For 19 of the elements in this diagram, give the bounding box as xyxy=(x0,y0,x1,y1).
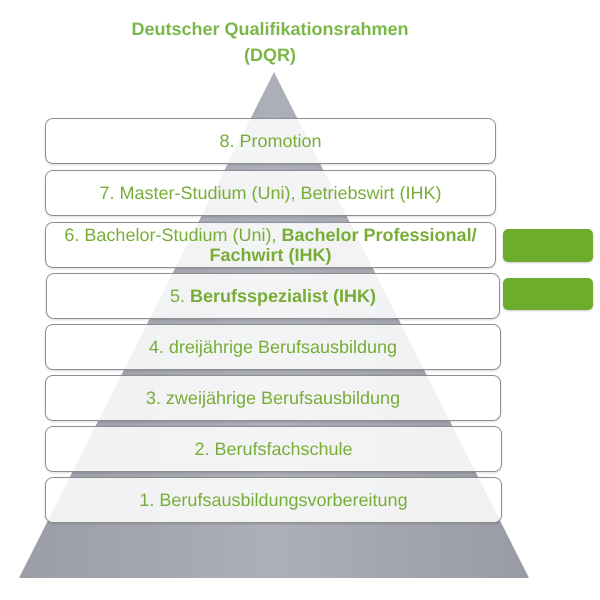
level-text: 6. Bachelor-Studium (Uni), Bachelor Professional/ Fachwirt (IHK) xyxy=(63,225,478,265)
level-box xyxy=(45,477,502,523)
level-text: 5. Berufsspezialist (IHK) xyxy=(170,286,376,306)
level-box xyxy=(45,375,501,421)
level-text: 4. dreijährige Berufsausbildung xyxy=(148,337,398,357)
level-box xyxy=(45,118,496,164)
level-box xyxy=(45,324,501,370)
level-text: 2. Berufsfachschule xyxy=(194,439,353,459)
level-box xyxy=(45,426,502,472)
diagram-title: Deutscher Qualifikationsrahmen (DQR) xyxy=(130,18,410,67)
badge-tag xyxy=(503,229,593,262)
level-box xyxy=(45,222,496,268)
level-text: 7. Master-Studium (Uni), Betriebswirt (IHK) xyxy=(99,183,442,203)
level-text: 1. Berufsausbildungsvorbereitung xyxy=(139,490,408,510)
level-text: 3. zweijährige Berufsausbildung xyxy=(146,388,400,408)
badge-tag xyxy=(503,278,593,310)
level-text: 8. Promotion xyxy=(219,131,322,151)
level-box xyxy=(45,170,496,216)
level-box xyxy=(46,273,500,319)
